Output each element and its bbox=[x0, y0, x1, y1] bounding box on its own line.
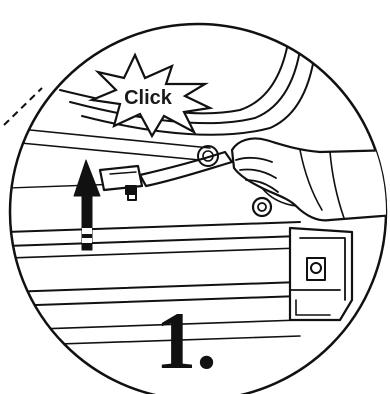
step-number: 1. bbox=[155, 295, 217, 386]
click-label: Click bbox=[124, 87, 173, 109]
side-bracket bbox=[290, 228, 352, 320]
